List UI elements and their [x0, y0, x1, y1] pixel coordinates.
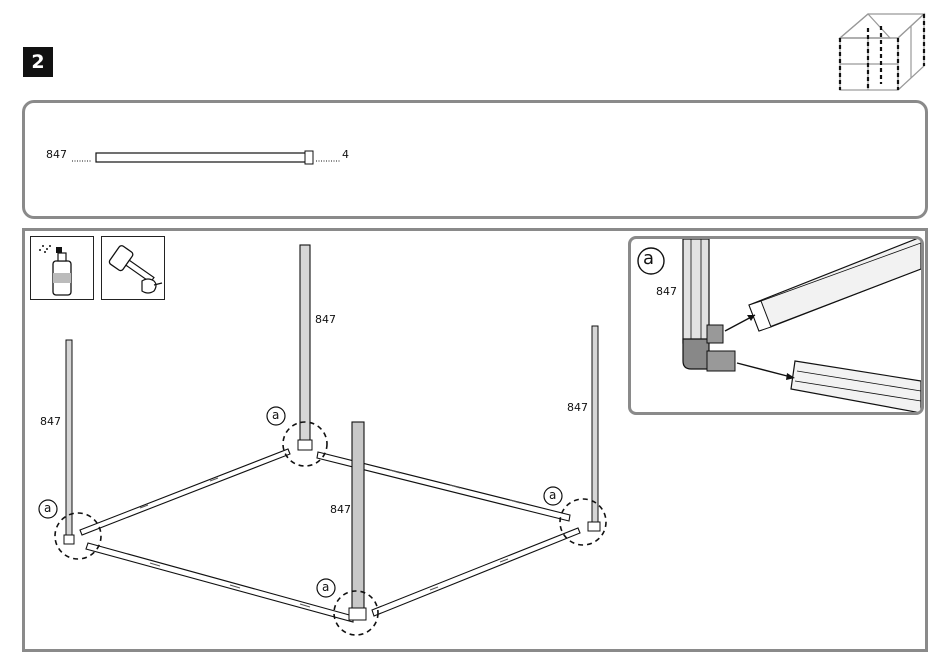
callout-circle-left: [55, 513, 101, 559]
corner-connector: [588, 522, 600, 531]
callout-letter-left: a: [44, 501, 51, 515]
detail-letter: a: [643, 248, 654, 269]
detail-drawing: [631, 239, 921, 412]
corner-connector: [64, 535, 74, 544]
post-label-back: 847: [315, 313, 336, 326]
base-rail-left-back: [80, 449, 290, 535]
post-right: [592, 326, 598, 528]
post-left: [66, 340, 72, 540]
corner-connector: [349, 608, 366, 620]
callout-letter-right: a: [549, 488, 556, 502]
post-label-right: 847: [567, 401, 588, 414]
base-rail-front-right: [372, 528, 580, 616]
post-label-left: 847: [40, 415, 61, 428]
detail-panel-a: a 847: [628, 236, 924, 415]
post-front: [352, 422, 364, 612]
detail-part-label: 847: [656, 285, 677, 298]
callout-letter-back: a: [272, 408, 279, 422]
base-rail-left-front: [86, 543, 353, 622]
post-label-front: 847: [330, 503, 351, 516]
post-back: [300, 245, 310, 443]
callout-letter-front: a: [322, 580, 329, 594]
corner-connector: [298, 440, 312, 450]
